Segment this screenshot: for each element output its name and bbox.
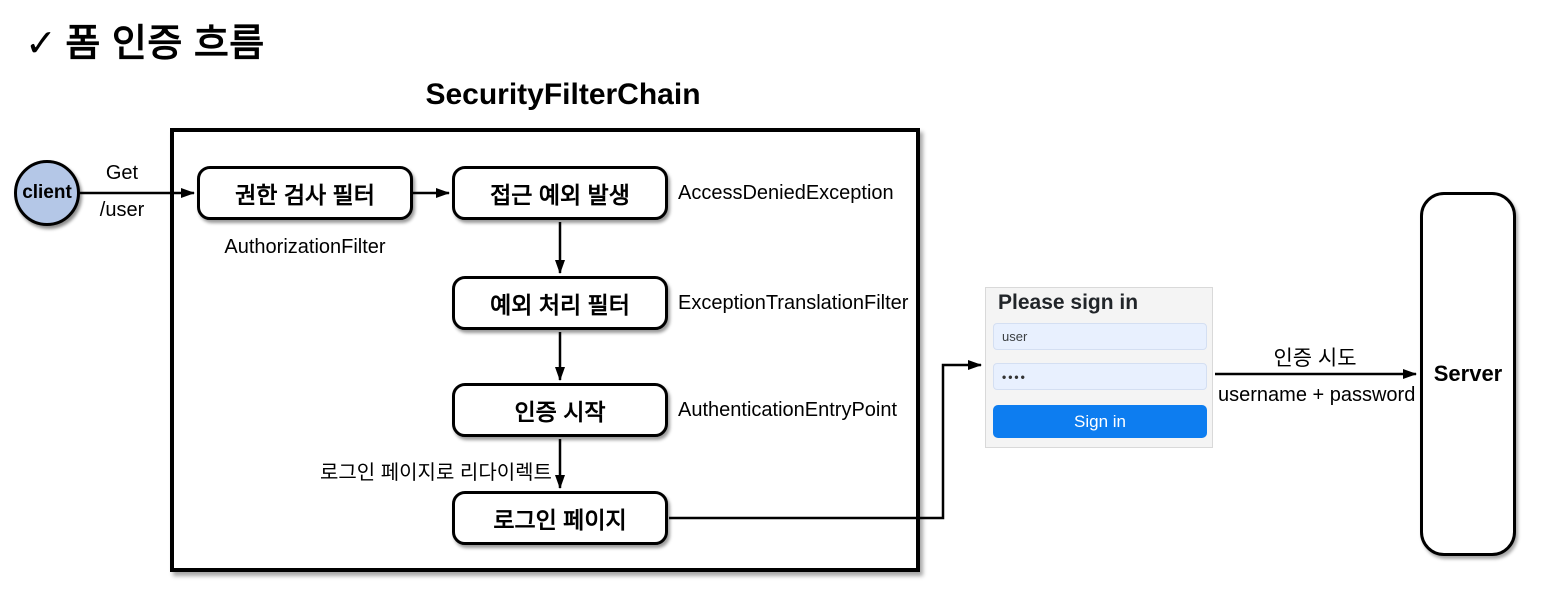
sign-in-button[interactable]: Sign in	[993, 405, 1207, 438]
node-exception-handling-filter: 예외 처리 필터	[452, 276, 668, 330]
annotation-access-denied-exception: AccessDeniedException	[678, 182, 894, 204]
username-password-label: username + password	[1218, 384, 1416, 406]
security-filter-chain-box	[170, 128, 920, 572]
node-login-page: 로그인 페이지	[452, 491, 668, 545]
signin-form: Please sign in Sign in	[985, 287, 1213, 448]
check-icon: ✓	[25, 23, 58, 65]
server-node: Server	[1420, 192, 1516, 556]
annotation-authentication-entry-point: AuthenticationEntryPoint	[678, 399, 898, 421]
security-filter-chain-title: SecurityFilterChain	[425, 78, 701, 111]
signin-heading: Please sign in	[998, 291, 1139, 314]
request-method-label: Get	[105, 162, 139, 184]
password-input[interactable]	[993, 363, 1207, 390]
client-node: client	[14, 160, 80, 226]
redirect-to-login-label: 로그인 페이지로 리다이렉트	[320, 462, 552, 484]
node-auth-start: 인증 시작	[452, 383, 668, 437]
auth-attempt-label: 인증 시도	[1273, 347, 1357, 370]
node-authorization-filter: 권한 검사 필터	[197, 166, 413, 220]
request-path-label: /user	[99, 199, 145, 221]
page-title: ✓폼 인증 흐름	[25, 12, 265, 67]
page-title-text: 폼 인증 흐름	[65, 23, 265, 65]
annotation-authorization-filter: AuthorizationFilter	[224, 236, 386, 258]
annotation-exception-translation-filter: ExceptionTranslationFilter	[678, 292, 909, 314]
node-access-exception: 접근 예외 발생	[452, 166, 668, 220]
username-input[interactable]	[993, 323, 1207, 350]
